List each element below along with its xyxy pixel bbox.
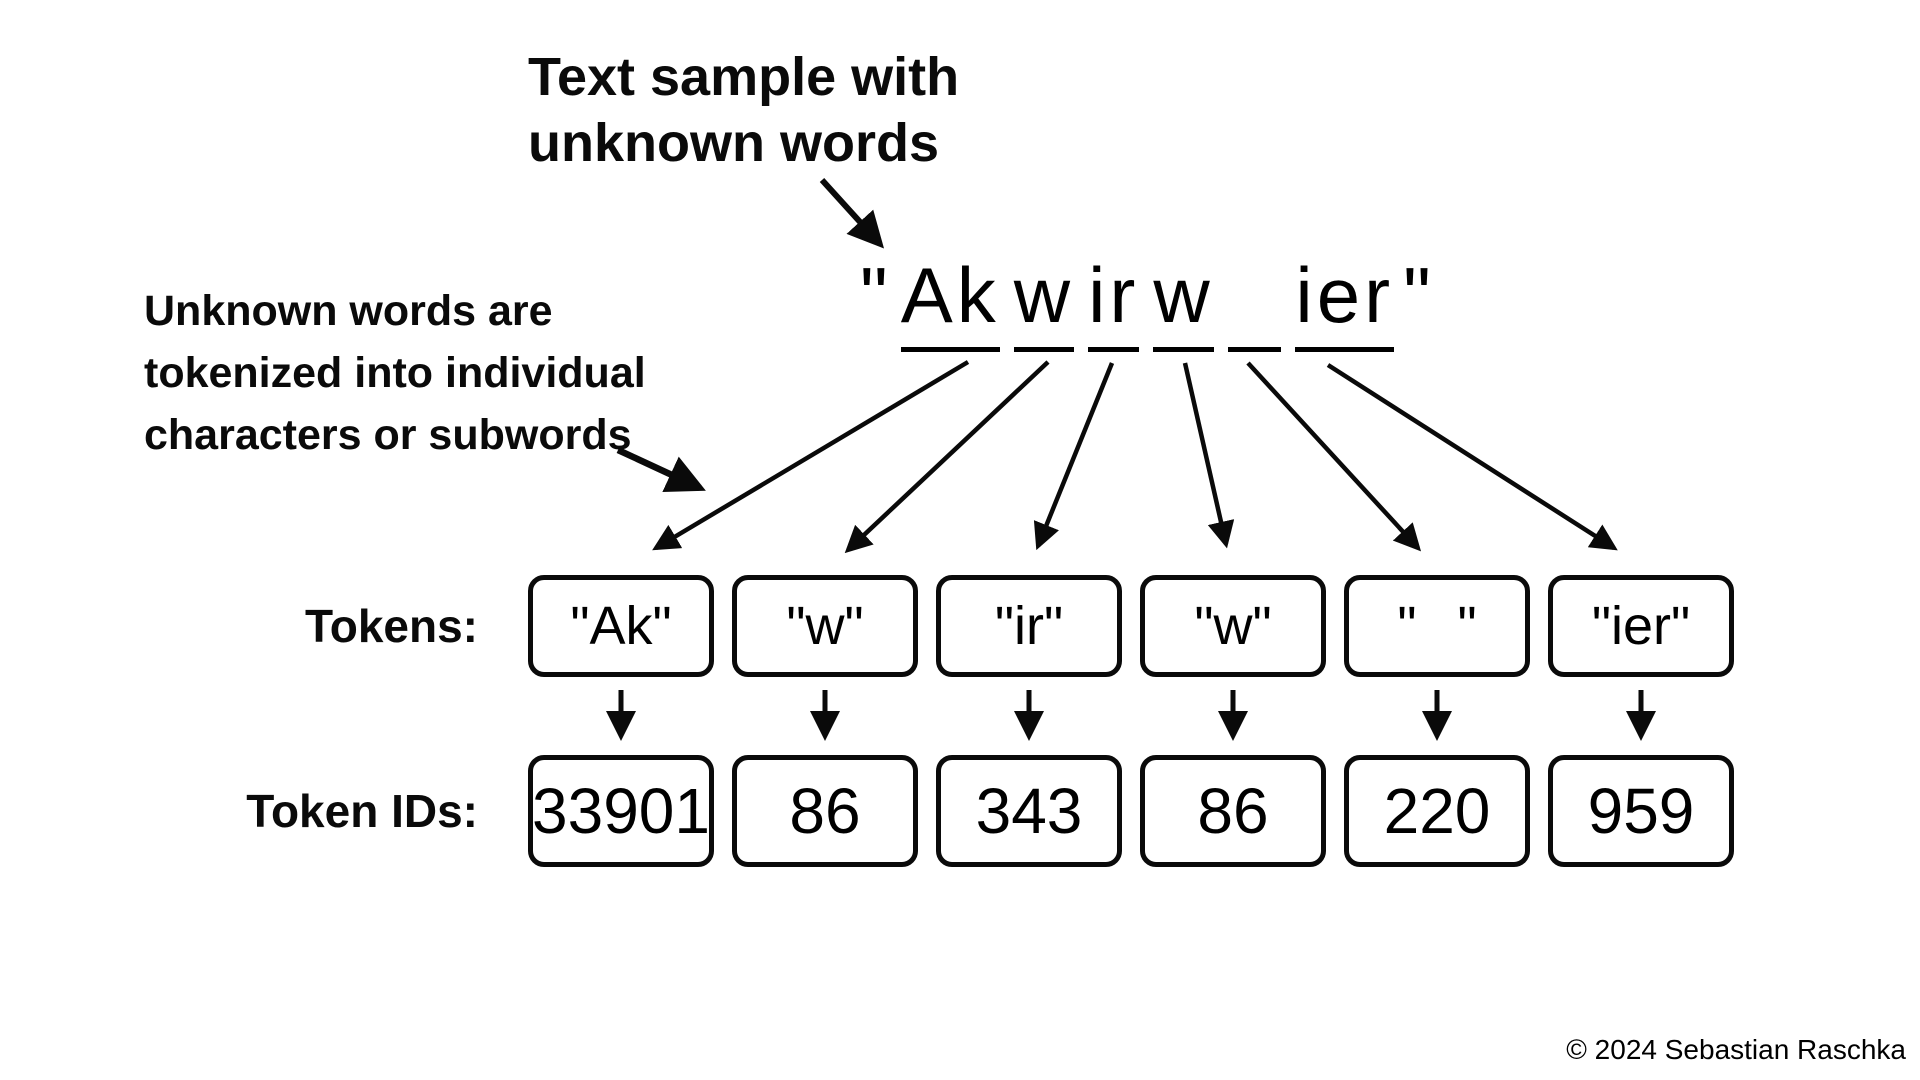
sample-segment: ier [1295,256,1395,352]
token-box: "w" [1140,575,1326,677]
sample-segment-space [1227,256,1282,352]
sample-close-quote: " [1403,251,1435,339]
copyright-notice: © 2024 Sebastian Raschka [1566,1034,1906,1065]
fan-arrow-2 [844,360,1050,554]
fan-arrow-4 [1182,362,1235,549]
token-box: "ir" [936,575,1122,677]
token-id-box: 86 [1140,755,1326,867]
sample-segment: ir [1088,256,1140,352]
token-box: "w" [732,575,918,677]
top-note-arrow [819,177,885,249]
token-box: "Ak" [528,575,714,677]
fan-arrow-1 [652,360,970,551]
sample-open-quote: " [860,251,892,339]
tokens-row-label: Tokens: [305,600,478,652]
fan-arrow-5 [1246,361,1422,552]
token-box-space: " " [1344,575,1530,677]
fan-arrow-6 [1326,363,1618,551]
sample-text: " Ak w ir w ier " [858,256,1437,352]
sample-segment: w [1153,256,1214,352]
token-id-box: 33901 [528,755,714,867]
token-ids-row-label: Token IDs: [246,785,478,837]
token-id-box: 220 [1344,755,1530,867]
top-note: Text sample with unknown words [528,47,960,173]
sample-segment: Ak [900,256,1000,352]
token-id-box: 86 [732,755,918,867]
token-id-box: 959 [1548,755,1734,867]
token-box: "ier" [1548,575,1734,677]
sample-segment: w [1013,256,1075,352]
left-note: Unknown words are tokenized into individ… [144,287,646,459]
fan-arrow-3 [1033,362,1115,551]
token-id-box: 343 [936,755,1122,867]
